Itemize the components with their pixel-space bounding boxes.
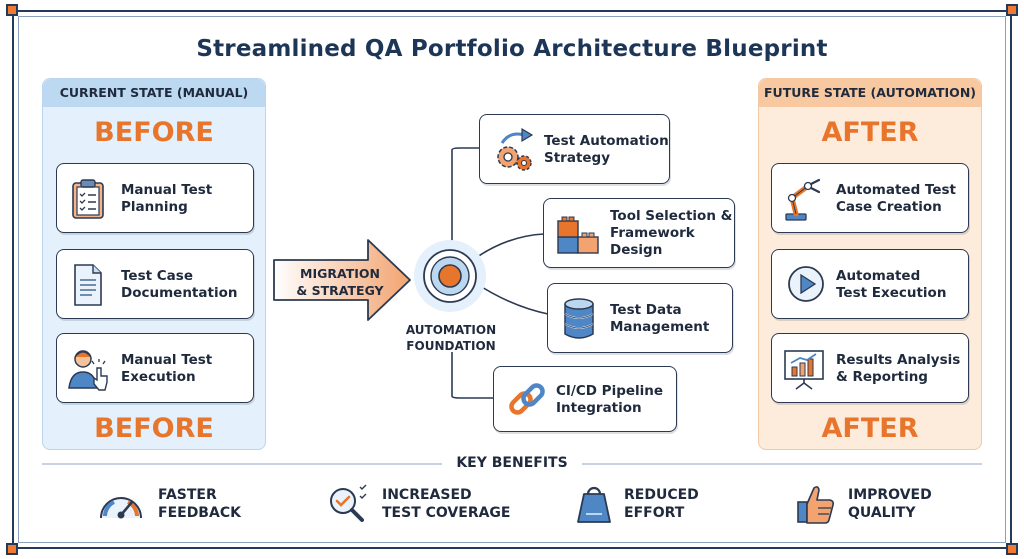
foundation-line: AUTOMATION	[405, 323, 497, 337]
gears-arrow-icon	[497, 127, 534, 171]
thumbs-up-icon	[797, 486, 834, 524]
benefit-line: REDUCED	[624, 487, 699, 503]
card-cicd-pipeline: CI/CD Pipeline Integration	[493, 366, 677, 432]
play-icon	[788, 266, 824, 302]
card-test-case-documentation: Test Case Documentation	[56, 249, 254, 319]
benefits-header: KEY BENEFITS	[456, 455, 568, 471]
benefit-line: FEEDBACK	[158, 505, 241, 521]
frame-corner	[1006, 4, 1018, 16]
before-bottom-label: BEFORE	[94, 413, 214, 444]
future-state-panel: FUTURE STATE (AUTOMATION) AFTER AFTER Au…	[758, 78, 982, 450]
card-automated-test-execution: Automated Test Execution	[771, 249, 969, 319]
automation-foundation-hub-icon	[414, 240, 486, 312]
card-test-data-management: Test Data Management	[547, 283, 733, 353]
benefit-line: QUALITY	[848, 505, 916, 521]
inner-frame	[18, 16, 1006, 543]
card-line: Integration	[556, 400, 642, 416]
card-line: Design	[610, 242, 663, 258]
benefits-divider	[42, 463, 982, 465]
card-line: Test Execution	[836, 285, 947, 301]
card-automated-test-case-creation: Automated Test Case Creation	[771, 163, 969, 233]
card-manual-test-execution: Manual Test Execution	[56, 333, 254, 403]
frame-corner	[6, 4, 18, 16]
card-results-analysis: Results Analysis & Reporting	[771, 333, 969, 403]
card-line: CI/CD Pipeline	[556, 383, 664, 399]
migration-arrow	[273, 239, 411, 321]
benefit-line: IMPROVED	[848, 487, 932, 503]
card-manual-test-planning: Manual Test Planning	[56, 163, 254, 233]
document-icon	[74, 264, 102, 306]
card-line: Test Automation	[544, 133, 669, 149]
clipboard-icon	[72, 179, 104, 219]
migration-label: MIGRATION & STRATEGY	[290, 265, 390, 299]
migration-line: MIGRATION	[300, 266, 380, 281]
card-line: Test Data	[610, 302, 682, 318]
before-top-label: BEFORE	[94, 117, 214, 148]
benefit-line: FASTER	[158, 487, 217, 503]
current-state-panel: CURRENT STATE (MANUAL) BEFORE BEFORE Man…	[42, 78, 266, 450]
blocks-icon	[557, 216, 599, 254]
card-line: Results Analysis	[836, 352, 961, 368]
card-line: Automated Test	[836, 182, 956, 198]
benefit-line: INCREASED	[382, 487, 472, 503]
page-title: Streamlined QA Portfolio Architecture Bl…	[196, 36, 828, 62]
current-state-header: CURRENT STATE (MANUAL)	[43, 79, 265, 107]
database-icon	[564, 298, 594, 339]
after-top-label: AFTER	[821, 117, 919, 148]
card-line: Strategy	[544, 150, 611, 166]
card-line: Tool Selection &	[610, 208, 733, 224]
benefit-line: EFFORT	[624, 505, 685, 521]
robot-arm-icon	[785, 178, 821, 221]
card-line: & Reporting	[836, 369, 928, 385]
frame-corner	[1006, 543, 1018, 555]
card-test-automation-strategy: Test Automation Strategy	[479, 114, 670, 184]
card-line: Automated	[836, 268, 921, 284]
frame-corner	[6, 543, 18, 555]
card-tool-selection: Tool Selection & Framework Design	[543, 198, 735, 268]
magnifier-check-icon	[330, 484, 367, 522]
benefit-line: TEST COVERAGE	[382, 505, 511, 521]
migration-line: & STRATEGY	[296, 283, 384, 298]
chart-board-icon	[784, 350, 824, 390]
card-line: Framework	[610, 225, 695, 241]
chain-link-icon	[509, 383, 545, 415]
card-line: Planning	[121, 199, 188, 215]
card-line: Case Creation	[836, 199, 942, 215]
card-line: Manual Test	[121, 352, 213, 368]
card-line: Management	[610, 319, 710, 335]
card-line: Documentation	[121, 285, 238, 301]
card-line: Manual Test	[121, 182, 213, 198]
speedometer-icon	[100, 497, 142, 519]
foundation-line: FOUNDATION	[406, 339, 496, 353]
card-line: Test Case	[121, 268, 193, 284]
after-bottom-label: AFTER	[821, 413, 919, 444]
weight-icon	[577, 486, 611, 523]
person-pointer-icon	[68, 350, 108, 391]
foundation-label: AUTOMATION FOUNDATION	[396, 322, 506, 354]
card-line: Execution	[121, 369, 196, 385]
future-state-header: FUTURE STATE (AUTOMATION)	[759, 79, 981, 107]
outer-frame	[12, 10, 1012, 549]
